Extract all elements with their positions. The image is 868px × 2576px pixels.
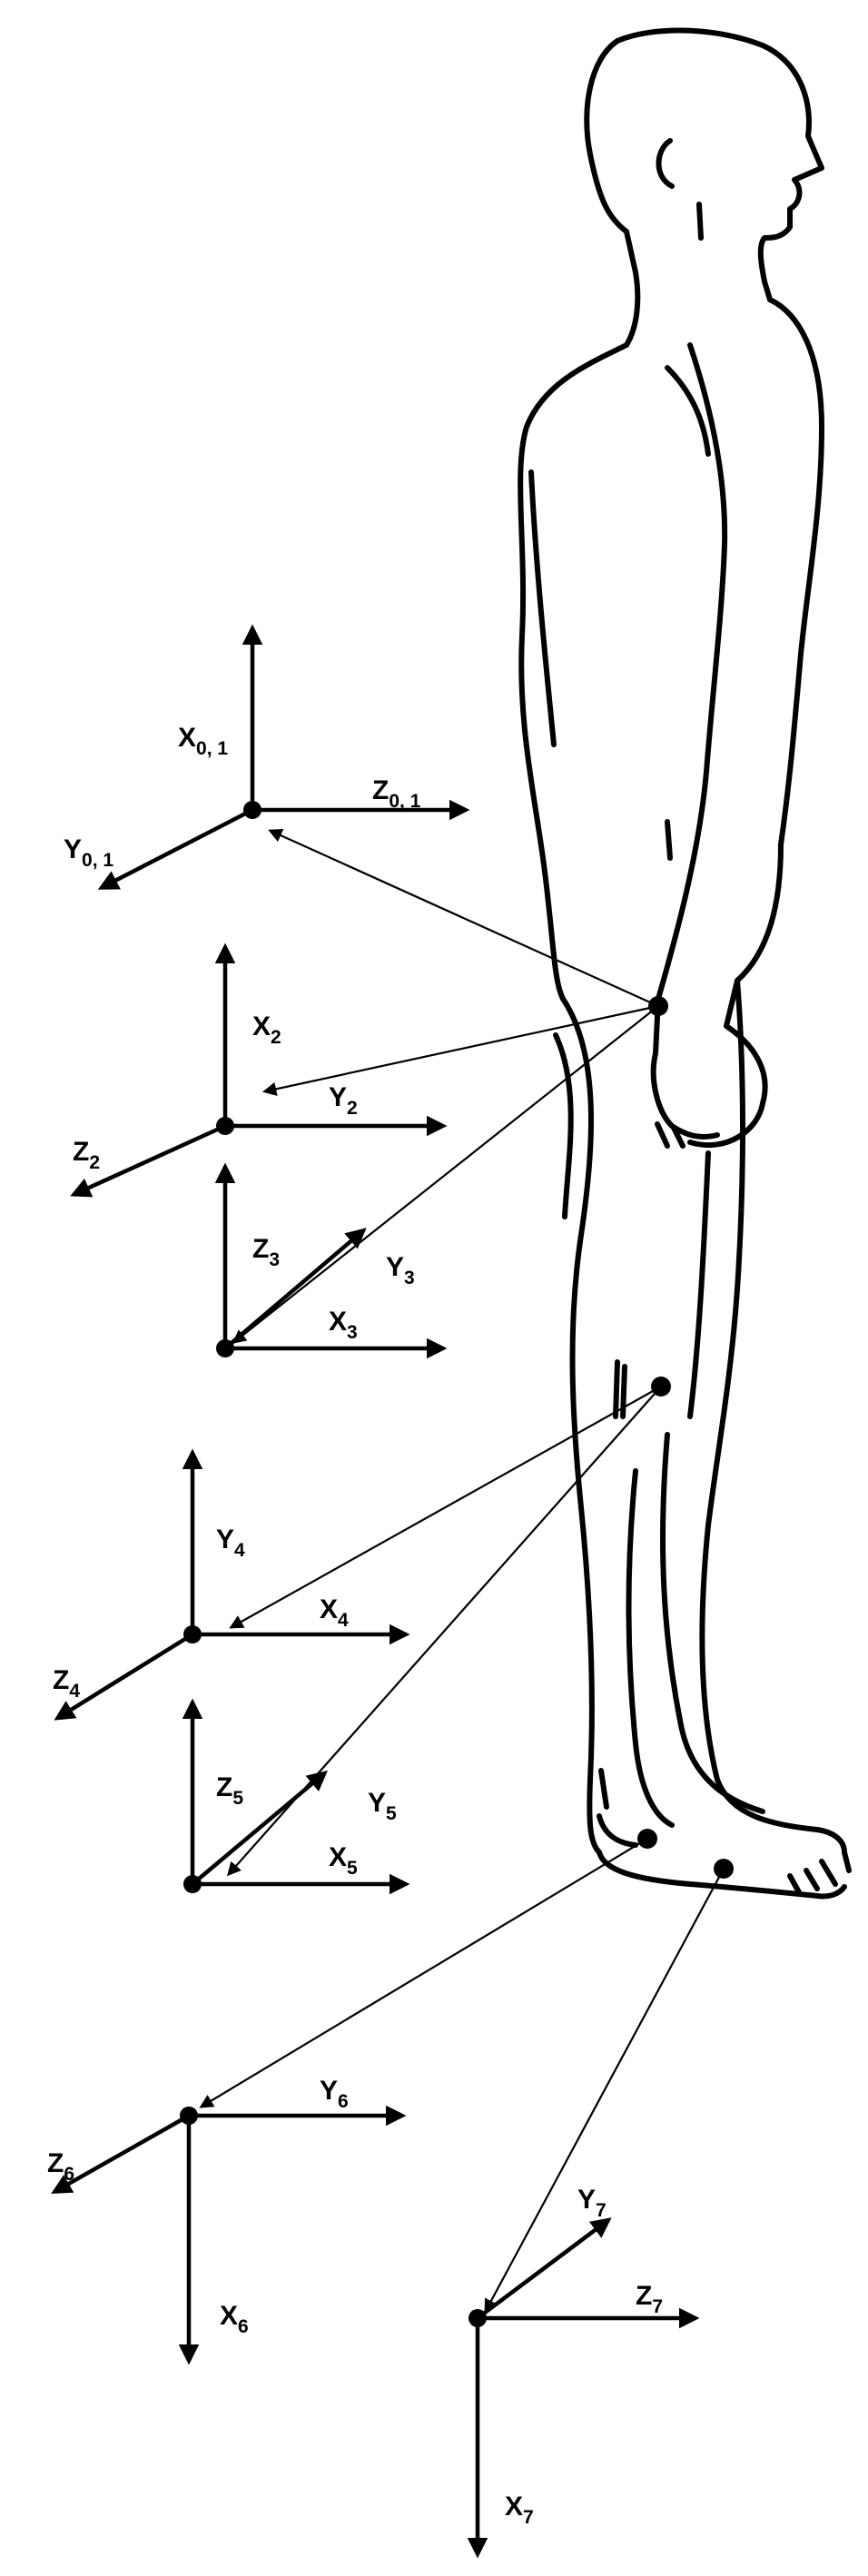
axis-label-x-f01: X0, 1 bbox=[178, 723, 228, 759]
axis-label-x-f3: X3 bbox=[329, 1307, 358, 1343]
joint-knee bbox=[651, 1377, 671, 1397]
link-line-toe-6 bbox=[484, 1868, 725, 2314]
human-figure-outline bbox=[518, 27, 852, 1900]
axis-label-x-f2: X2 bbox=[252, 1012, 281, 1048]
frame-f01: X0, 1 Z0, 1 Y0, 1 bbox=[64, 624, 470, 890]
axis-label-x-f6: X6 bbox=[220, 2301, 249, 2337]
axis-label-z-f01: Z0, 1 bbox=[372, 775, 421, 812]
frame-origin-f4 bbox=[183, 1625, 202, 1643]
axis-label-z-f2: Z2 bbox=[73, 1137, 100, 1173]
axis-y-f3 bbox=[223, 1228, 367, 1350]
frame-origin-f5 bbox=[183, 1875, 202, 1893]
axis-label-y-f4: Y4 bbox=[216, 1525, 245, 1561]
axis-label-y-f7: Y7 bbox=[577, 2185, 607, 2221]
axis-label-y-f6: Y6 bbox=[320, 2076, 349, 2112]
frame-f7: X7 Z7 Y7 bbox=[467, 2185, 700, 2559]
coordinate-frames: X0, 1Z0, 1Y0, 1X2Y2Z2Z3X3Y3Y4X4Z4Z5X5Y5X… bbox=[47, 624, 700, 2559]
frame-origin-f6 bbox=[180, 2107, 198, 2125]
link-lines bbox=[199, 829, 725, 2314]
joint-toe bbox=[714, 1859, 734, 1879]
axis-label-z-f4: Z4 bbox=[53, 1665, 80, 1702]
axis-label-z-f7: Z7 bbox=[636, 2281, 663, 2317]
link-line-hip-1 bbox=[261, 1004, 659, 1096]
frame-origin-f3 bbox=[216, 1339, 234, 1357]
link-line-hip-2 bbox=[232, 1005, 659, 1344]
axis-label-z-f3: Z3 bbox=[252, 1234, 280, 1270]
joint-markers bbox=[637, 996, 734, 1879]
axis-label-z-f6: Z6 bbox=[47, 2148, 74, 2185]
axis-y-f5 bbox=[191, 1770, 328, 1886]
axis-z-f4 bbox=[54, 1633, 194, 1721]
axis-z-f6 bbox=[51, 2114, 191, 2195]
frame-origin-f2 bbox=[216, 1117, 234, 1135]
axis-label-y-f5: Y5 bbox=[368, 1788, 397, 1824]
axis-label-y-f01: Y0, 1 bbox=[64, 834, 113, 871]
axis-label-x-f4: X4 bbox=[320, 1594, 349, 1631]
link-line-hip-0 bbox=[268, 829, 659, 1008]
joint-heel bbox=[637, 1829, 657, 1849]
axis-label-x-f5: X5 bbox=[329, 1842, 358, 1879]
link-line-heel-5 bbox=[199, 1838, 648, 2108]
axis-y-f7 bbox=[476, 2217, 612, 2320]
axis-label-y-f3: Y3 bbox=[386, 1252, 415, 1288]
link-line-knee-3 bbox=[229, 1386, 662, 1629]
frame-origin-f01 bbox=[243, 801, 261, 819]
axis-z-f2 bbox=[70, 1123, 226, 1198]
frame-origin-f7 bbox=[469, 2309, 487, 2327]
axis-y-f01 bbox=[97, 807, 254, 890]
axis-label-z-f5: Z5 bbox=[216, 1772, 243, 1809]
axis-label-x-f7: X7 bbox=[505, 2492, 534, 2528]
axis-label-y-f2: Y2 bbox=[329, 1082, 358, 1119]
joint-hip bbox=[648, 996, 668, 1016]
